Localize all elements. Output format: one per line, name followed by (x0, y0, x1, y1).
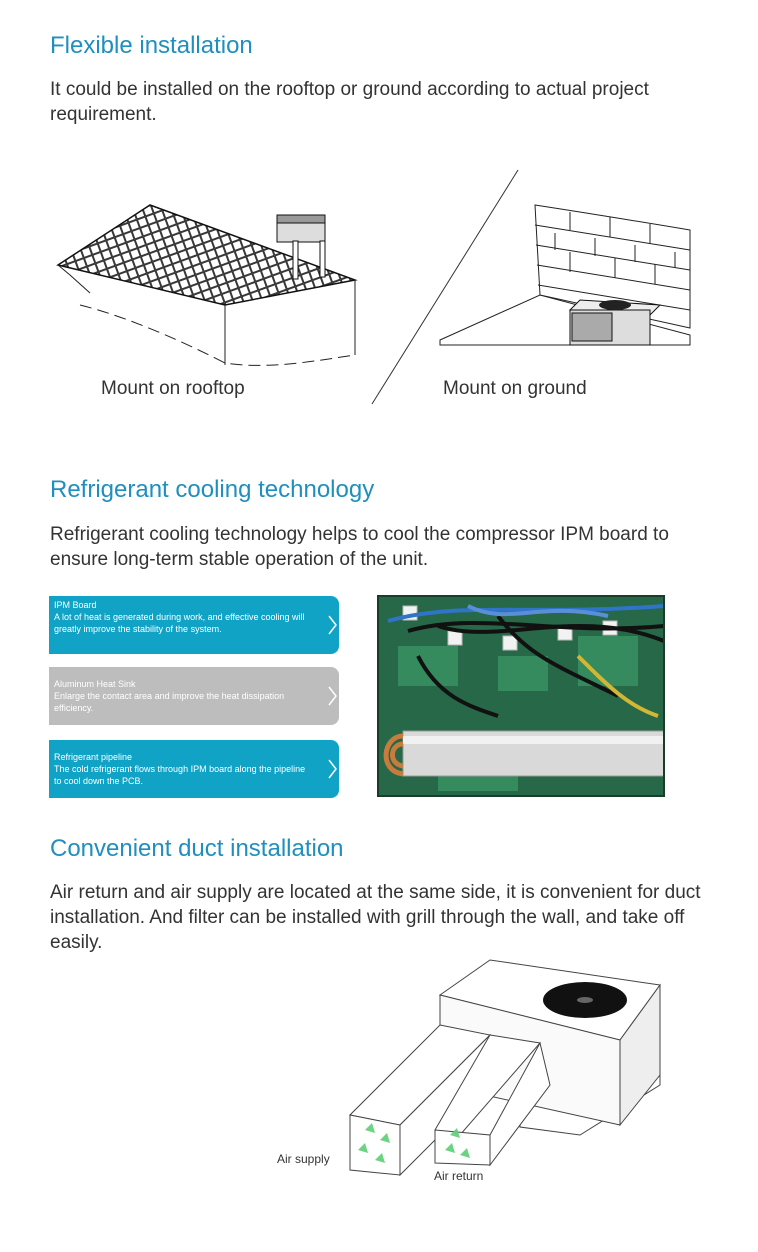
ipm-board-photo (377, 595, 665, 797)
label-air-supply: Air supply (277, 1152, 330, 1166)
feature-heat-sink-title: Aluminum Heat Sink (54, 679, 136, 689)
chevron-right-icon (328, 615, 337, 635)
feature-pipeline-title: Refrigerant pipeline (54, 752, 133, 762)
label-air-return: Air return (434, 1169, 484, 1183)
feature-refrigerant-pipeline: Refrigerant pipeline The cold refrigeran… (49, 740, 339, 798)
rooftop-house-illustration (56, 204, 358, 366)
section-body-refrigerant-cooling: Refrigerant cooling technology helps to … (50, 524, 669, 570)
feature-ipm-board: IPM Board A lot of heat is generated dur… (49, 596, 339, 654)
caption-mount-on-rooftop: Mount on rooftop (101, 378, 245, 399)
section-title-duct-installation: Convenient duct installation (50, 835, 344, 862)
divider-line (371, 169, 519, 405)
feature-aluminum-heat-sink: Aluminum Heat Sink Enlarge the contact a… (49, 667, 339, 725)
caption-mount-on-ground: Mount on ground (443, 378, 587, 399)
feature-ipm-board-text: A lot of heat is generated during work, … (54, 612, 305, 634)
feature-pipeline-text: The cold refrigerant flows through IPM b… (54, 764, 306, 786)
section-body-flexible-installation: It could be installed on the rooftop or … (50, 79, 649, 125)
section-title-refrigerant-cooling: Refrigerant cooling technology (50, 476, 375, 503)
section-title-flexible-installation: Flexible installation (50, 32, 253, 59)
chevron-right-icon (328, 686, 337, 706)
duct-installation-illustration (348, 959, 661, 1177)
feature-ipm-board-title: IPM Board (54, 600, 97, 610)
ground-wall-illustration (439, 204, 691, 346)
chevron-right-icon (328, 759, 337, 779)
section-body-duct-installation: Air return and air supply are located at… (50, 882, 701, 953)
feature-heat-sink-text: Enlarge the contact area and improve the… (54, 691, 285, 713)
